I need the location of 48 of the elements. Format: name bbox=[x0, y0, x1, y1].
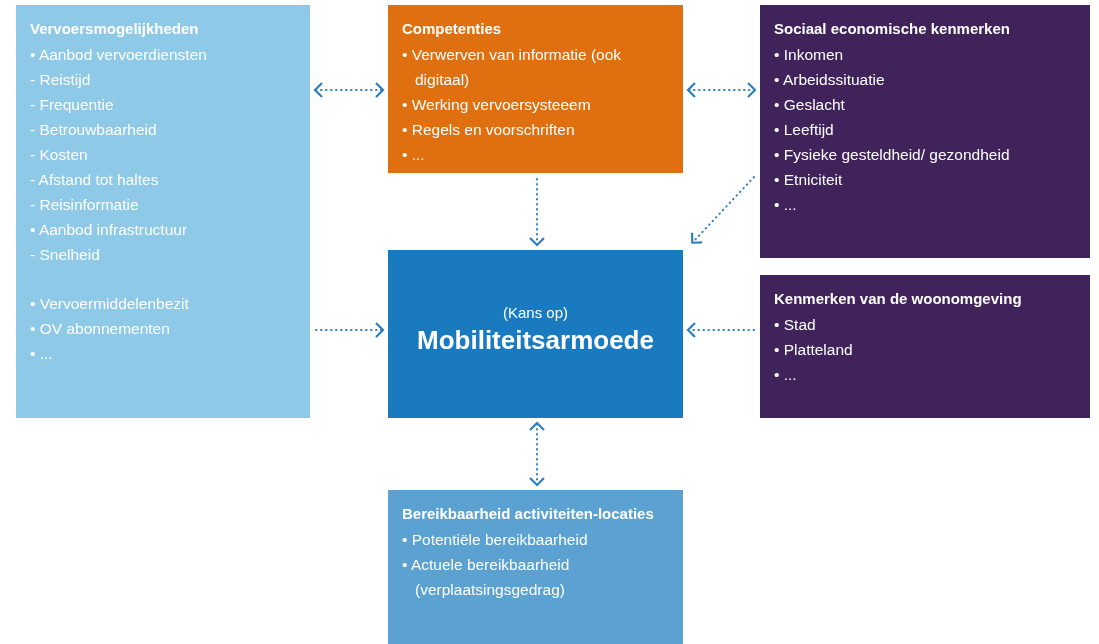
list-item: - Reistijd bbox=[30, 70, 92, 90]
list-item: • Verwerven van informatie (ook digitaal) bbox=[402, 45, 623, 90]
box-heading: Vervoersmogelijkheden bbox=[30, 19, 200, 39]
dotted-arrow bbox=[690, 176, 755, 244]
box-heading: Bereikbaarheid activiteiten-locaties bbox=[402, 504, 655, 524]
list-item: • Actuele bereikbaarheid (verplaatsingsgedrag) bbox=[402, 555, 571, 600]
list-item: - Betrouwbaarheid bbox=[30, 120, 158, 140]
list-item: • ... bbox=[30, 344, 54, 364]
list-item: • Arbeidssituatie bbox=[774, 70, 886, 90]
list-item: • Werking vervoersysteeem bbox=[402, 95, 592, 115]
dotted-arrow bbox=[528, 421, 546, 487]
list-item: • Leeftijd bbox=[774, 120, 835, 140]
subtitle: (Kans op) bbox=[502, 303, 568, 323]
list-item: • Etniciteit bbox=[774, 170, 844, 190]
list-item: - Kosten bbox=[30, 145, 89, 165]
box-heading: Competenties bbox=[402, 19, 503, 39]
dotted-arrow bbox=[315, 321, 385, 339]
list-item: - Snelheid bbox=[30, 245, 101, 265]
dotted-arrow bbox=[686, 321, 755, 339]
list-item: • Inkomen bbox=[774, 45, 845, 65]
list-item: - Reisinformatie bbox=[30, 195, 140, 215]
list-item: • Platteland bbox=[774, 340, 854, 360]
list-item: - Afstand tot haltes bbox=[30, 170, 160, 190]
list-item: • OV abonnementen bbox=[30, 319, 171, 339]
box-heading: Kenmerken van de woonomgeving bbox=[774, 289, 1023, 309]
list-item: • Potentiële bereikbaarheid bbox=[402, 530, 589, 550]
list-item: • Fysieke gesteldheid/ gezondheid bbox=[774, 145, 1011, 165]
box-heading: Sociaal economische kenmerken bbox=[774, 19, 1011, 39]
list-item: • Geslacht bbox=[774, 95, 846, 115]
factor-box bbox=[760, 5, 1090, 258]
list-item: • Stad bbox=[774, 315, 817, 335]
dotted-arrow bbox=[528, 178, 546, 247]
list-item: • Aanbod vervoerdiensten bbox=[30, 45, 208, 65]
list-item: - Frequentie bbox=[30, 95, 115, 115]
list-item: • ... bbox=[774, 365, 798, 385]
dotted-arrow bbox=[313, 81, 385, 99]
list-item: • Regels en voorschriften bbox=[402, 120, 576, 140]
list-item: • ... bbox=[402, 145, 426, 165]
factor-box bbox=[16, 5, 310, 418]
factor-box bbox=[760, 275, 1090, 418]
outcome-box bbox=[388, 250, 683, 418]
list-item: • ... bbox=[774, 195, 798, 215]
outcome-box bbox=[388, 490, 683, 644]
title: Mobiliteitsarmoede bbox=[417, 324, 654, 356]
factor-box bbox=[388, 5, 683, 173]
dotted-arrow bbox=[686, 81, 757, 99]
list-item: • Vervoermiddelenbezit bbox=[30, 294, 190, 314]
list-item: • Aanbod infrastructuur bbox=[30, 220, 189, 240]
